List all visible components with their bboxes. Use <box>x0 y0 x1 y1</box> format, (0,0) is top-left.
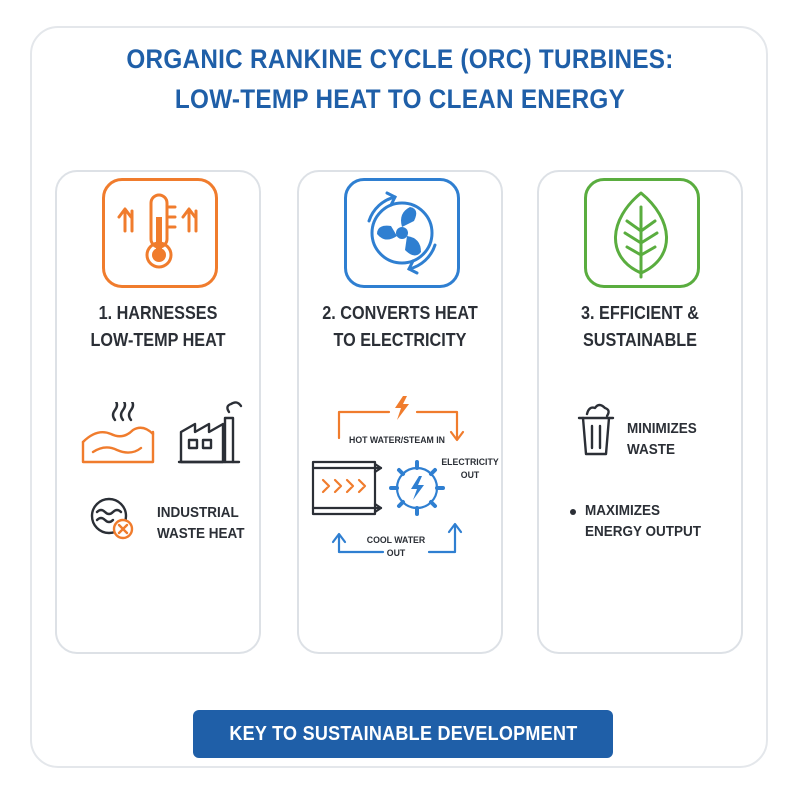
trash-bin-icon <box>577 403 615 456</box>
maximizes-energy-label: MAXIMIZES ENERGY OUTPUT <box>585 502 702 540</box>
title-line-2: LOW-TEMP HEAT TO CLEAN ENERGY <box>174 84 626 114</box>
electricity-out-label: ELECTRICITY OUT <box>441 457 499 481</box>
cool-water-label: COOL WATER OUT <box>366 535 426 559</box>
card-efficient-sustainable: 3. EFFICIENT & SUSTAINABLE MINIMIZES WAS… <box>537 170 743 654</box>
turbine-fan-icon <box>344 178 460 288</box>
orc-cycle-diagram <box>311 396 465 554</box>
card-3-heading: 3. EFFICIENT & SUSTAINABLE <box>581 303 699 350</box>
footer-banner: KEY TO SUSTAINABLE DEVELOPMENT <box>193 710 613 758</box>
waste-heat-icon <box>90 497 134 540</box>
geothermal-icon <box>81 402 155 464</box>
leaf-icon <box>584 178 700 288</box>
card-2-heading: 2. CONVERTS HEAT TO ELECTRICITY <box>322 303 478 350</box>
minimizes-waste-label: MINIMIZES WASTE <box>627 420 697 458</box>
hot-water-label: HOT WATER/STEAM IN <box>349 435 445 446</box>
card-1-heading: 1. HARNESSES LOW-TEMP HEAT <box>90 303 226 350</box>
bullet-icon <box>570 509 576 515</box>
industrial-waste-heat-label: INDUSTRIAL WASTE HEAT <box>157 504 245 542</box>
title-line-1: ORGANIC RANKINE CYCLE (ORC) TURBINES: <box>126 44 674 74</box>
thermometer-icon <box>102 178 218 288</box>
card-converts-heat: 2. CONVERTS HEAT TO ELECTRICITY <box>297 170 503 654</box>
factory-icon <box>177 401 243 464</box>
card-harnesses-heat: 1. HARNESSES LOW-TEMP HEAT <box>55 170 261 654</box>
